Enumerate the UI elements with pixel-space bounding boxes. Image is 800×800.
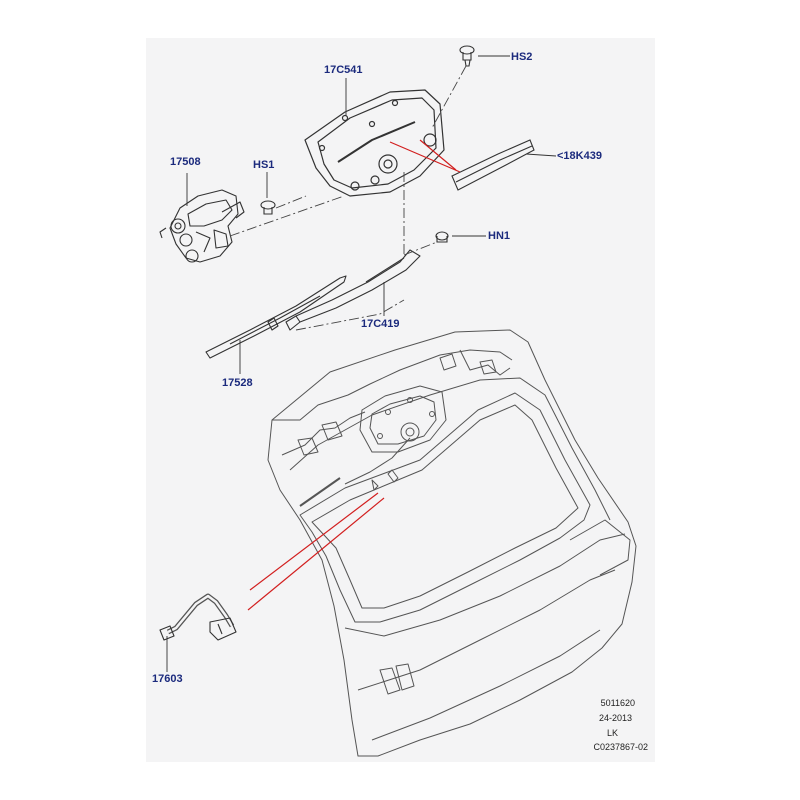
callout-17c419[interactable]: 17C419 — [361, 318, 400, 330]
callout-hs1[interactable]: HS1 — [253, 159, 275, 171]
info-line-3: LK — [606, 728, 618, 738]
callout-18k439[interactable]: <18K439 — [557, 150, 602, 162]
cover-plate-drawing — [304, 89, 445, 197]
callout-17c541[interactable]: 17C541 — [324, 64, 363, 76]
tailgate-drawing — [267, 329, 637, 757]
diagram-panel — [146, 38, 655, 762]
info-line-4: C0237867-02 — [593, 742, 648, 752]
wiper-blade-drawing — [205, 275, 347, 359]
fastener-drawings — [260, 45, 475, 243]
callout-17528[interactable]: 17528 — [222, 377, 253, 389]
trim-strip-drawing — [451, 139, 535, 191]
callout-17508[interactable]: 17508 — [170, 156, 201, 168]
callout-hs2[interactable]: HS2 — [511, 51, 533, 63]
leader-lines — [229, 65, 467, 331]
callout-leaders — [166, 55, 557, 672]
highlight-lines — [247, 139, 461, 611]
info-line-2: 24-2013 — [598, 713, 632, 723]
wiper-motor-drawing — [159, 189, 245, 263]
washer-hose-drawing — [159, 593, 237, 641]
callout-17603[interactable]: 17603 — [152, 673, 183, 685]
info-line-1: 5011620 — [600, 698, 635, 708]
wiper-arm-drawing — [285, 249, 421, 331]
callout-hn1[interactable]: HN1 — [488, 230, 511, 242]
